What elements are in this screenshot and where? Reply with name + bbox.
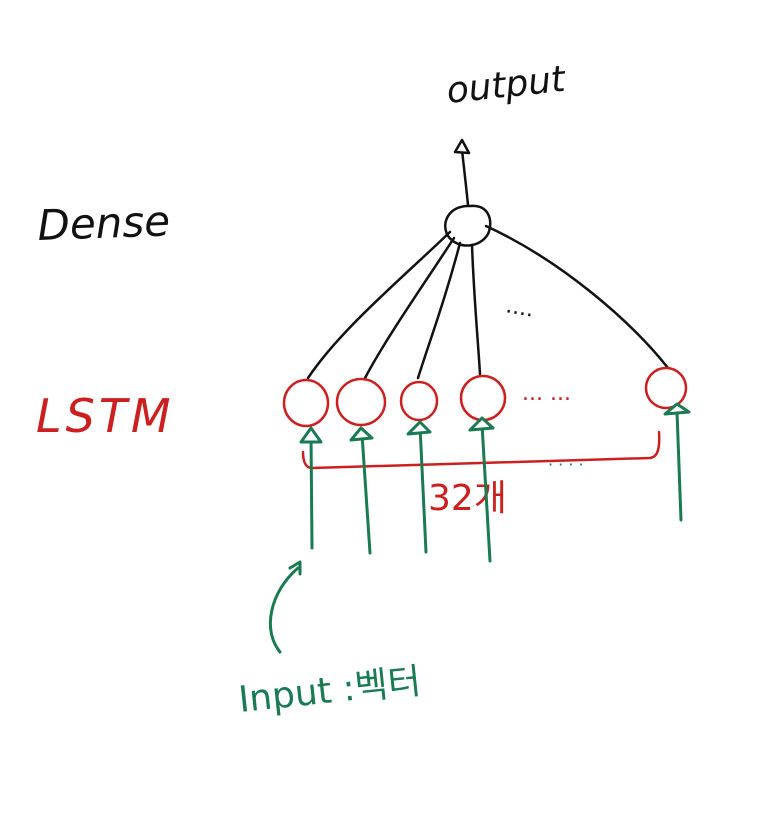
- connection-line: [416, 241, 462, 380]
- input-arrow: [480, 422, 492, 563]
- input-arrow: [663, 402, 691, 416]
- input-arrow: [309, 432, 314, 550]
- unit-count-label: 32개: [428, 478, 507, 519]
- lstm-label: LSTM: [36, 389, 175, 443]
- dense-node: [444, 204, 492, 247]
- ellipsis-top: ....: [504, 293, 536, 322]
- lstm-unit: [282, 378, 330, 428]
- input-arrow: [468, 416, 495, 432]
- dense-connections: [306, 224, 670, 380]
- input-label: Input :벡터: [237, 661, 423, 721]
- dense-label: Dense: [37, 196, 171, 250]
- lstm-unit: [335, 377, 387, 427]
- output-label: output: [445, 59, 569, 112]
- ellipsis-mid: ... ...: [522, 381, 571, 406]
- connection-line: [470, 243, 482, 376]
- input-arrow: [299, 426, 323, 444]
- connection-line: [363, 236, 456, 380]
- connection-line: [306, 230, 452, 380]
- lstm-unit: [644, 366, 688, 410]
- ellipsis-low: · · · ·: [548, 455, 584, 474]
- output-arrow: [453, 138, 471, 207]
- input-arrow: [406, 420, 432, 436]
- input-arrow: [675, 410, 683, 522]
- input-arrow: [360, 432, 372, 555]
- input-arrow: [418, 424, 428, 554]
- input-pointer-arrow: [268, 560, 302, 654]
- lstm-units: [282, 366, 688, 428]
- unit-count-bracket: [301, 430, 661, 470]
- input-arrow: [349, 426, 374, 442]
- lstm-unit: [399, 380, 439, 422]
- connection-line: [484, 224, 670, 370]
- input-arrows: [299, 402, 691, 563]
- lstm-unit: [459, 374, 507, 422]
